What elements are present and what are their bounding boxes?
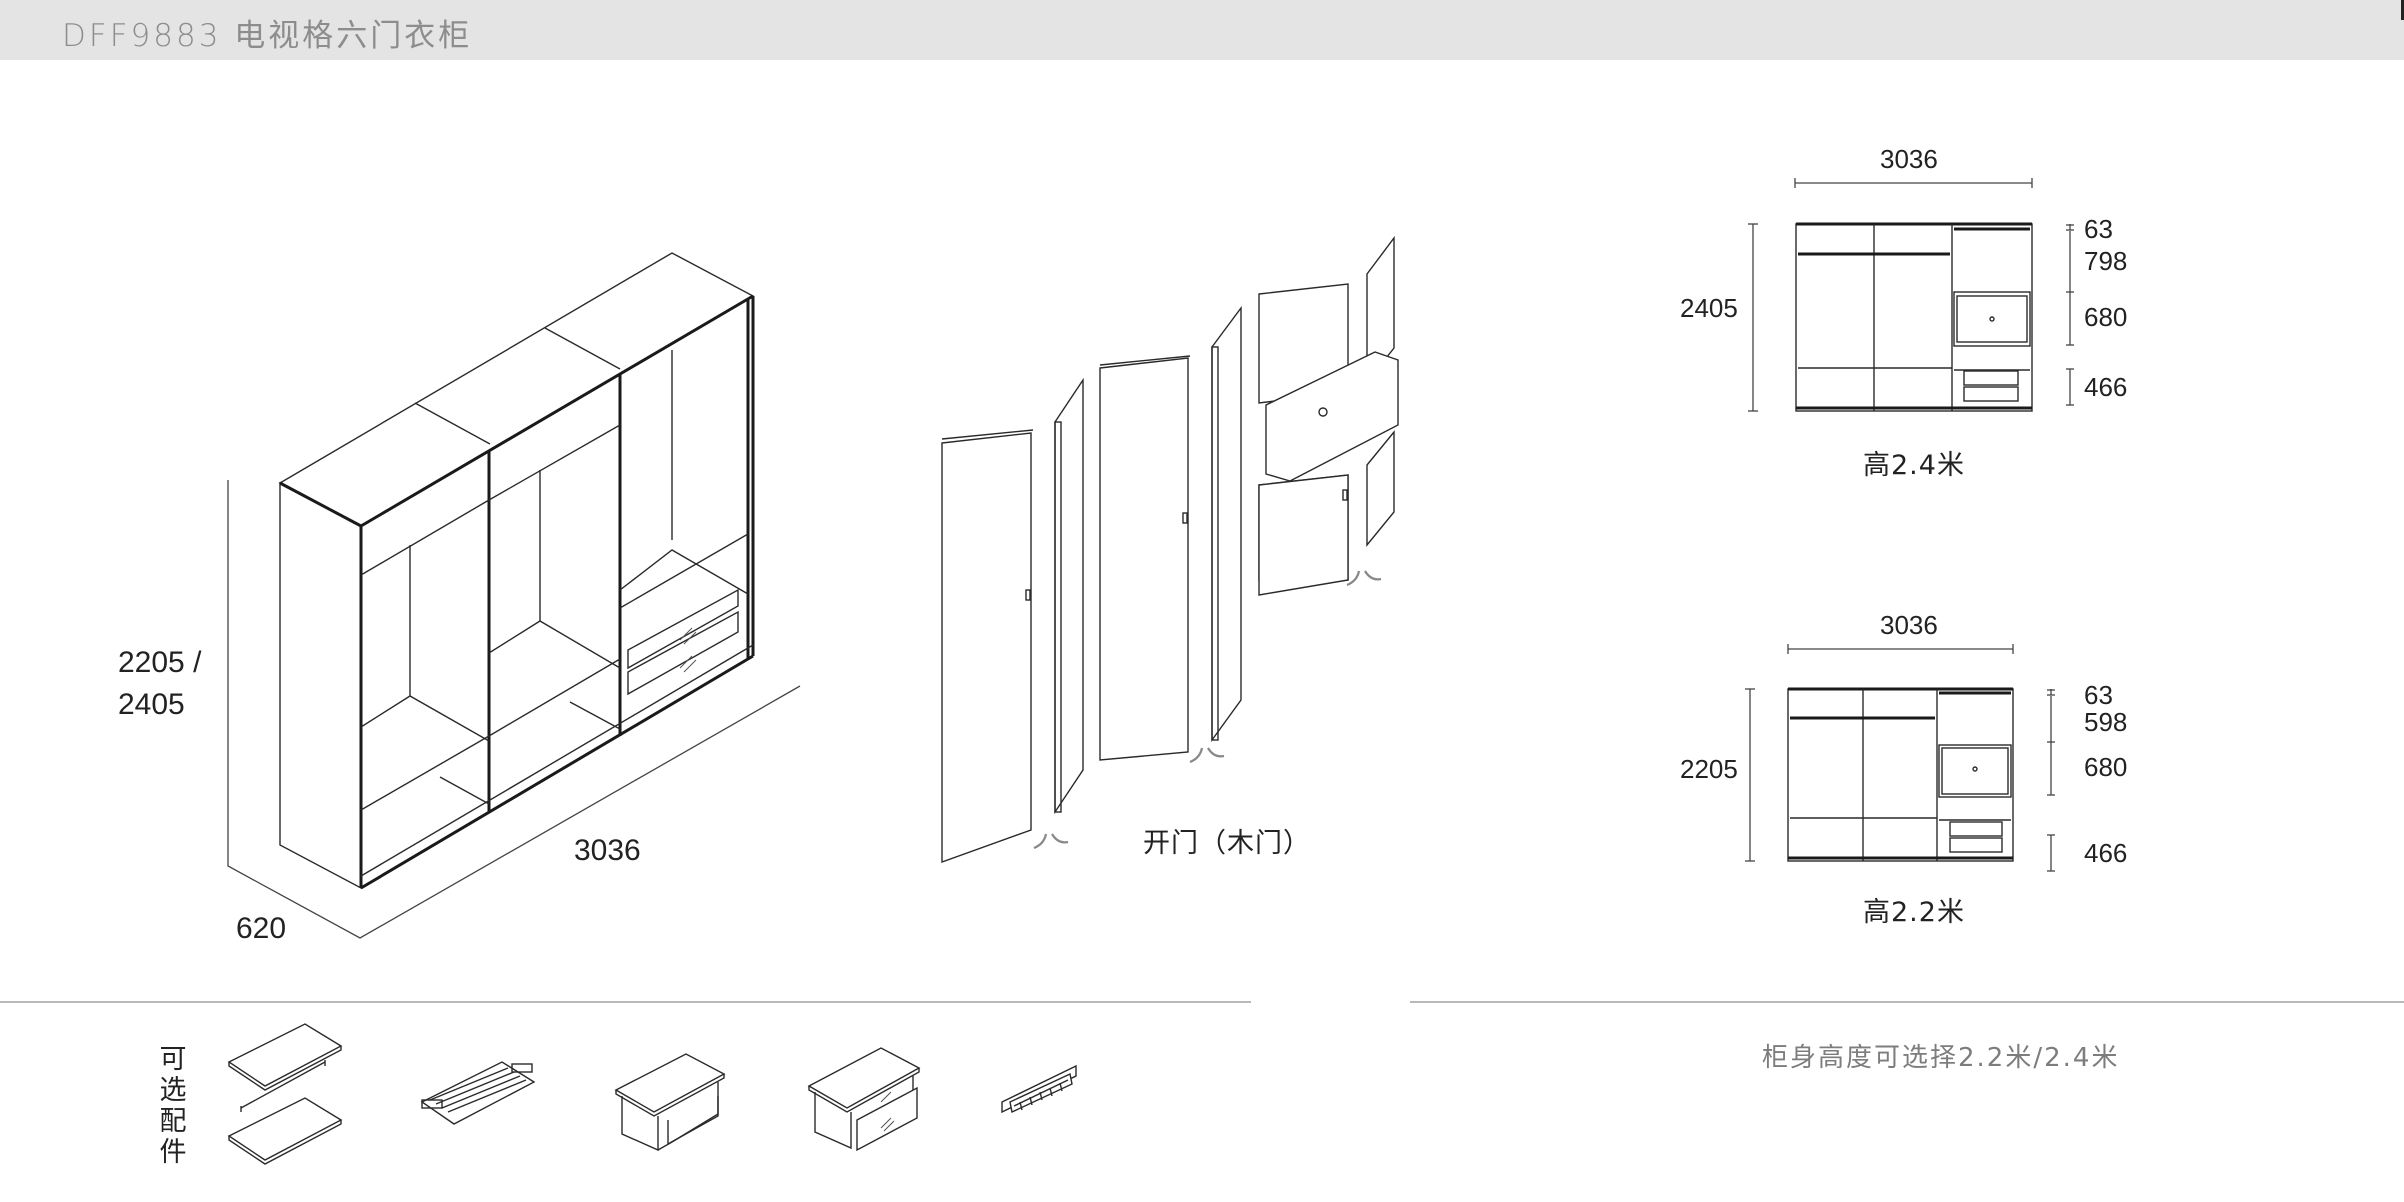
header-edge-mark xyxy=(2401,0,2404,20)
elevation-2400-dim-tv: 680 xyxy=(2084,302,2128,332)
elevation-2400-dim-drawer: 466 xyxy=(2084,372,2128,402)
elevation-2200-height: 2205 xyxy=(1680,754,1738,784)
elevation-2200-dim-tv: 680 xyxy=(2084,752,2128,782)
width-label: 3036 xyxy=(574,834,641,867)
accessories-label: 可 选 配 件 xyxy=(159,1044,187,1168)
elevation-2200-drawing xyxy=(1745,644,2055,872)
height-label-line2: 2405 xyxy=(118,688,185,721)
height-option-note: 柜身高度可选择2.2米/2.4米 xyxy=(1762,1043,2120,1073)
elevation-2400-height: 2405 xyxy=(1680,293,1738,323)
header-bar: DFF9883 电视格六门衣柜 xyxy=(0,0,2404,60)
elevation-2200-dim-upper: 598 xyxy=(2084,707,2128,737)
open-drawer-unit-icon xyxy=(614,1053,726,1152)
elevation-2400-caption: 高2.4米 xyxy=(1863,450,1965,481)
trouser-rack-icon xyxy=(1001,1064,1077,1114)
depth-label: 620 xyxy=(236,912,287,945)
elevation-2400-drawing xyxy=(1748,178,2074,412)
elevation-2200-dim-top: 63 xyxy=(2084,680,2113,710)
page-title: DFF9883 电视格六门衣柜 xyxy=(62,18,473,54)
doors-drawing xyxy=(941,235,1399,863)
pull-out-rack-icon xyxy=(420,1061,536,1125)
shelf-panels-icon xyxy=(227,1023,343,1165)
door-caption: 开门（木门） xyxy=(1143,828,1311,859)
elevation-2200-width: 3036 xyxy=(1880,610,1938,640)
elevation-2400-dim-top: 63 xyxy=(2084,214,2113,244)
wardrobe-isometric-drawing xyxy=(227,252,801,939)
height-label-line1: 2205 / xyxy=(118,646,202,679)
elevation-2200-dim-drawer: 466 xyxy=(2084,838,2128,868)
divider-left xyxy=(0,1001,1251,1003)
elevation-2200-caption: 高2.2米 xyxy=(1863,897,1965,928)
divider-right xyxy=(1410,1001,2404,1003)
glass-drawer-unit-icon xyxy=(807,1047,921,1152)
elevation-2400-width: 3036 xyxy=(1880,144,1938,174)
elevation-2400-dim-upper: 798 xyxy=(2084,246,2128,276)
